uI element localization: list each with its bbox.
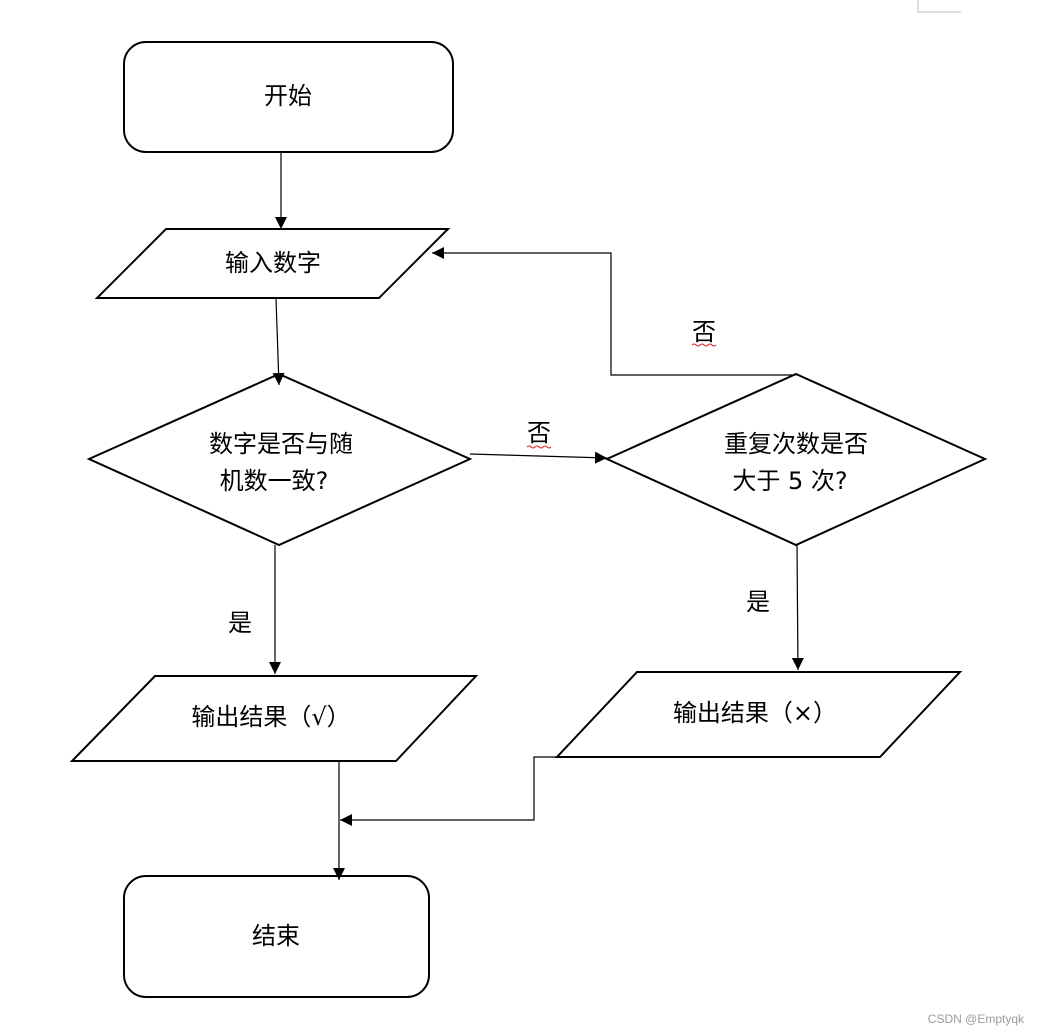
- edge-label-no-loop: 否: [692, 318, 716, 346]
- output-yes-node: 输出结果（√）: [69, 675, 479, 762]
- decision-match-line2: 机数一致?: [220, 467, 329, 495]
- output-no-label: 输出结果（×）: [673, 699, 837, 727]
- edge-match-to-count: [469, 451, 608, 464]
- end-node: 结束: [123, 875, 430, 998]
- input-node: 输入数字: [94, 228, 451, 299]
- input-label: 输入数字: [225, 249, 321, 277]
- edge-output-no-to-merge: [340, 756, 562, 826]
- watermark: CSDN @Emptyqk: [927, 1012, 1024, 1026]
- decision-count-line2: 大于 5 次?: [732, 467, 847, 495]
- edge-input-to-match: [272, 298, 285, 386]
- edge-label-no-squiggle: [526, 445, 552, 449]
- decision-match-node: 数字是否与随 机数一致?: [86, 372, 473, 547]
- edge-label-no-loop-squiggle: [691, 343, 717, 347]
- decision-count-node: 重复次数是否 大于 5 次?: [604, 372, 988, 547]
- end-label: 结束: [252, 922, 300, 950]
- page-corner-mark: [917, 0, 961, 13]
- edge-count-to-output-no: [791, 544, 804, 671]
- output-yes-label: 输出结果（√）: [191, 703, 350, 731]
- output-no-node: 输出结果（×）: [554, 671, 963, 758]
- edge-count-loop-to-input: [432, 247, 796, 376]
- decision-count-line1: 重复次数是否: [724, 430, 868, 458]
- edge-label-yes-left: 是: [228, 609, 252, 637]
- start-label: 开始: [264, 82, 312, 110]
- start-node: 开始: [123, 41, 454, 153]
- decision-match-line1: 数字是否与随: [209, 430, 353, 458]
- edge-label-yes-right: 是: [746, 588, 770, 616]
- edge-label-no: 否: [527, 419, 551, 447]
